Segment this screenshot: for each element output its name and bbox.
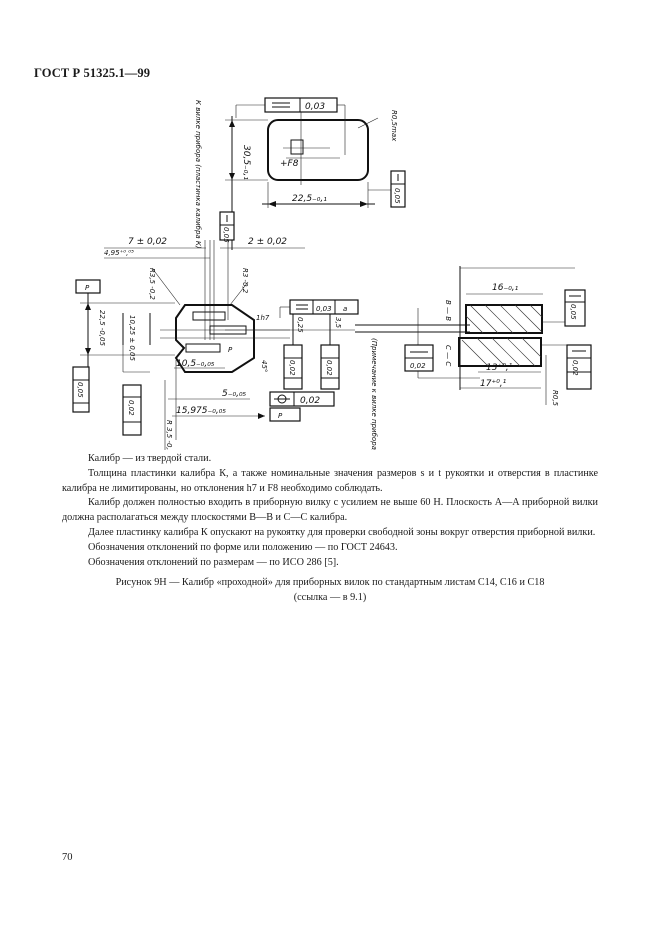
dim-16: 16₋₀,₁: [492, 283, 519, 293]
figure-caption: Рисунок 9Н — Калибр «проходной» для приб…: [115, 577, 545, 589]
datum-p-bottom: P: [278, 412, 283, 420]
side-note-label: К вилке прибора (пластинка калибра К): [194, 100, 202, 249]
paragraph-material: Калибр — из твердой стали.: [88, 453, 212, 464]
top-flatness-value: 0,03: [305, 102, 325, 112]
dim-13: 13⁺⁰,¹: [486, 363, 513, 373]
top-width-dim: 22,5₋₀,₁: [292, 194, 327, 204]
dim-small-1: 0,25: [296, 317, 304, 333]
paragraph-check: Далее пластинку калибра К опускают на ру…: [88, 526, 596, 538]
dim-495: 4,95⁺⁰,⁰⁵: [104, 249, 134, 257]
mid-perp-tol-value: 0,02: [410, 362, 426, 370]
r05-label: R0,5: [551, 390, 559, 407]
top-view: 0,03 30,5₋₀,₁ 22,5₋₀,₁ +F8 R0,5max К: [194, 97, 406, 250]
shaft-line: (Примечание к вилке прибора) 0,02: [225, 308, 480, 453]
body-text: Калибр — из твердой стали. Толщина пласт…: [62, 452, 598, 606]
corner-radius-label: R0,5max: [390, 110, 398, 142]
dim-1025: 10,25 ± 0,05: [128, 315, 136, 361]
parallel-tol-value: 0,03: [316, 305, 332, 313]
dim-225: 22,5 -0,05: [98, 310, 106, 346]
tol-box-2-value: 0,02: [288, 360, 296, 376]
position-tol-value: 0,02: [300, 396, 320, 406]
top-right-tol-value: 0,05: [393, 188, 401, 204]
dim-5: 5₋₀,₀₅: [222, 389, 247, 399]
dim-105: 10,5₋₀,₀₅: [176, 359, 215, 369]
side-view: 7 ± 0,02 4,95⁺⁰,⁰⁵ 2 ± 0,02 R3,5 -0,2 R3…: [72, 237, 359, 455]
section-bb-label: B — B: [444, 300, 452, 321]
document-header: ГОСТ Р 51325.1—99: [34, 66, 151, 80]
dim-15975: 15,975₋₀,₀₅: [176, 406, 226, 416]
paragraph-force: Калибр должен полностью входить в прибор…: [62, 497, 598, 524]
datum-p-mark: P: [228, 346, 233, 354]
datum-a-label: a: [343, 305, 347, 313]
top-datum-value: 0,05: [222, 227, 230, 243]
left-tol-box-value: 0,05: [76, 382, 84, 398]
paragraph-size-ref: Обозначения отклонений по размерам — по …: [88, 556, 339, 568]
r-tol-label: R 3,5 -0,2: [165, 420, 173, 450]
paragraph-thickness: Толщина пластинки калибра К, а также ном…: [62, 467, 598, 494]
paragraph-form-ref: Обозначения отклонений по форме или поло…: [88, 541, 398, 553]
fit-f8-label: +F8: [280, 159, 299, 169]
right-parallel-tol-value: 0,05: [569, 304, 577, 320]
technical-drawing: 0,03 30,5₋₀,₁ 22,5₋₀,₁ +F8 R0,5max К: [0, 90, 661, 455]
section-cc-label: C — C: [444, 345, 452, 366]
figure-caption-ref: (ссылка — в 9.1): [293, 592, 367, 604]
vertical-note: (Примечание к вилке прибора): [370, 338, 378, 450]
dim-2: 2 ± 0,02: [248, 237, 287, 247]
page-number: 70: [62, 852, 73, 863]
right-perp-tol-value: 0,02: [571, 360, 579, 376]
tol-box-3-value: 0,02: [325, 360, 333, 376]
datum-p-box: P: [85, 284, 90, 292]
top-height-dim: 30,5₋₀,₁: [241, 145, 251, 180]
right-view: 16₋₀,₁ B — B C — C 13⁺⁰,¹ 17⁺⁰,¹ R0,5: [444, 266, 592, 407]
r3-label: R3 -0,2: [241, 268, 249, 294]
dim-7: 7 ± 0,02: [128, 237, 167, 247]
angle-45: 45°: [260, 360, 268, 372]
tol-box-1-value: 0,02: [127, 400, 135, 416]
fit-h7-label: 1h7: [256, 314, 270, 322]
dim-17: 17⁺⁰,¹: [480, 379, 507, 389]
dim-small-2: 3,5: [334, 317, 342, 329]
r35-label: R3,5 -0,2: [148, 268, 156, 300]
